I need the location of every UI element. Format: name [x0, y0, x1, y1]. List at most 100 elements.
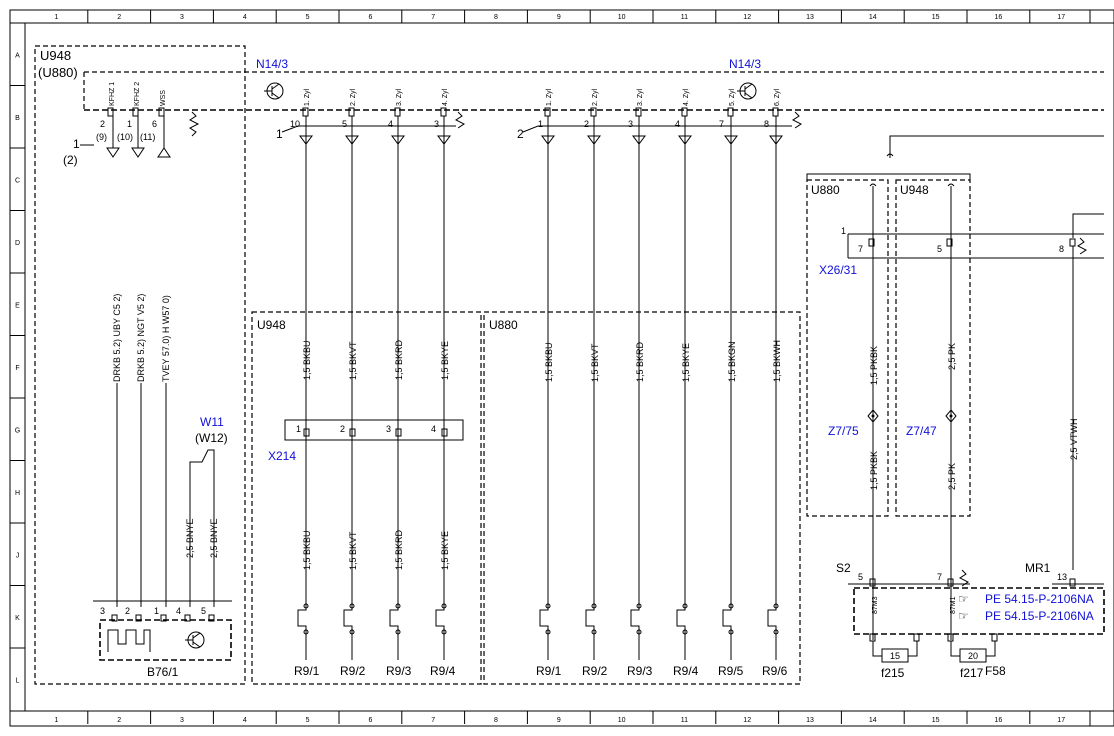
g1-pin-0: 10: [290, 119, 300, 129]
left-pin-2: WSS 6 (11): [140, 90, 171, 158]
column-number: 10: [618, 14, 626, 21]
fuse-20-rating: 20: [968, 651, 978, 661]
left-pin-2-alt: (11): [140, 132, 155, 142]
left-pin-2-signal: WSS: [160, 90, 167, 106]
mr1-label: MR1: [1025, 561, 1051, 575]
row-letter: H: [15, 490, 20, 497]
x26-pin-8: 8: [1059, 244, 1064, 254]
g2-signal-4: 5. Zyl: [729, 88, 736, 106]
wire-b-bottom: 2,5 PK: [947, 463, 957, 490]
g1-pin-2: 4: [388, 119, 393, 129]
g1-line-1: 2. Zyl 5 1,5 BKVT 2 1,5 BKVT R9/2: [340, 88, 366, 678]
wire-a-top: 1,5 PKBK: [869, 346, 879, 385]
column-number: 11: [681, 717, 688, 724]
column-number: 14: [869, 14, 877, 21]
g1-wire-top-0: 1,5 BKBU: [302, 340, 312, 380]
u948-left-label: U948: [40, 48, 71, 63]
column-number: 10: [618, 717, 626, 724]
f215-label: f215: [881, 666, 905, 680]
wire-b-top: 2,5 PK: [947, 343, 957, 370]
row-letter: D: [15, 240, 20, 247]
column-number: 11: [681, 14, 688, 21]
column-number: 5: [306, 14, 310, 21]
column-number: 4: [243, 717, 247, 724]
g2-pin-2: 3: [628, 119, 633, 129]
s2-label: S2: [836, 561, 851, 575]
right-section: U880 U948 1 X26/31 7 5 8 1,5 PKBK 2,5 PK…: [806, 135, 1105, 680]
column-number: 6: [368, 14, 372, 21]
column-number: 12: [743, 14, 751, 21]
n14-3-left-label: N14/3: [256, 57, 288, 71]
x214-label: X214: [268, 449, 296, 463]
column-number: 3: [180, 14, 184, 21]
reference-link-1[interactable]: ☞ PE 54.15-P-2106NA: [958, 609, 1094, 623]
x26-pin-5: 5: [937, 244, 942, 254]
left-pin-0-alt: (9): [96, 132, 107, 142]
group-1-label: 1: [276, 127, 283, 141]
b76-pin-4: 5: [201, 606, 206, 616]
reference-link-0[interactable]: ☞ PE 54.15-P-2106NA: [958, 592, 1094, 606]
b76-pin-0: 3: [100, 606, 105, 616]
g1-wire-bottom-2: 1,5 BKRD: [394, 529, 404, 570]
g1-signal-1: 2. Zyl: [350, 88, 357, 106]
g2-pin-5: 8: [764, 119, 769, 129]
column-number: 15: [932, 14, 940, 21]
row-letter: E: [15, 302, 20, 309]
row-letter: C: [15, 177, 20, 184]
reference-link-0-label: PE 54.15-P-2106NA: [985, 592, 1094, 606]
row-letter: F: [15, 365, 19, 372]
b76-pin-2: 1: [154, 606, 159, 616]
x26-pin-7: 7: [858, 244, 863, 254]
g1-plug-2: R9/3: [386, 664, 412, 678]
g1-wire-bottom-1: 1,5 BKVT: [348, 531, 358, 570]
column-number: 17: [1057, 717, 1065, 724]
b76-pin-3: 4: [176, 606, 181, 616]
column-number: 13: [806, 717, 814, 724]
g1-wire-bottom-0: 1,5 BKBU: [302, 530, 312, 570]
g2-plug-0: R9/1: [536, 664, 562, 678]
cylinder-group-1: 1 U948 X214 1. Zyl 10 1,5 BKBU 1 1,5 BKB…: [251, 88, 482, 685]
x26-connector-label: 1: [841, 226, 846, 236]
column-number: 13: [806, 14, 814, 21]
column-number: 6: [368, 717, 372, 724]
left-pin-0-signal: KFHZ 1: [109, 82, 116, 106]
column-number: 8: [494, 14, 498, 21]
left-wire-2-label: TVEY 57.0) H W57 0): [161, 295, 171, 382]
u880-mid-label: U880: [489, 318, 518, 332]
column-number: 16: [995, 14, 1003, 21]
g2-line-3: 4. Zyl 4 1,5 BKYE R9/4: [673, 88, 699, 678]
g1-x214-pin-1: 2: [340, 424, 345, 434]
s2-pin-7: 7: [937, 572, 942, 582]
control-unit-outline: [83, 71, 1104, 111]
column-number: 5: [306, 717, 310, 724]
left-pin-1-signal: KFHZ 2: [134, 82, 141, 106]
n14-3-right-label: N14/3: [729, 57, 761, 71]
g1-pin-1: 5: [342, 119, 347, 129]
g1-wire-top-3: 1,5 BKYE: [440, 341, 450, 380]
g1-plug-0: R9/1: [294, 664, 320, 678]
fuse-f217: 20 f217 F58: [950, 641, 1006, 680]
g1-signal-0: 1. Zyl: [304, 88, 311, 106]
column-number: 17: [1057, 14, 1065, 21]
left-pin-1: KFHZ 2 1 (10): [117, 82, 145, 158]
n14-3-right-symbol: N14/3: [729, 57, 761, 100]
n14-3-left-symbol: N14/3: [256, 57, 288, 100]
g2-pin-0: 1: [538, 119, 543, 129]
g1-wire-top-1: 1,5 BKVT: [348, 341, 358, 380]
b76-1-sensor: B76/1 3 2 1 4 5: [93, 600, 232, 679]
column-number: 9: [557, 14, 561, 21]
column-number: 14: [869, 717, 877, 724]
left-pin-1-alt: (10): [117, 132, 133, 142]
group-2-label: 2: [517, 127, 524, 141]
column-number: 15: [932, 717, 940, 724]
g2-plug-2: R9/3: [627, 664, 653, 678]
g2-pin-3: 4: [675, 119, 680, 129]
g1-x214-pin-2: 3: [386, 424, 391, 434]
row-letter: K: [15, 615, 20, 622]
g2-signal-0: 1. Zyl: [546, 88, 553, 106]
w12-label: (W12): [195, 431, 228, 445]
g2-line-0: 1. Zyl 1 1,5 BKBU R9/1: [536, 88, 562, 678]
g1-wire-top-2: 1,5 BKRD: [394, 339, 404, 380]
